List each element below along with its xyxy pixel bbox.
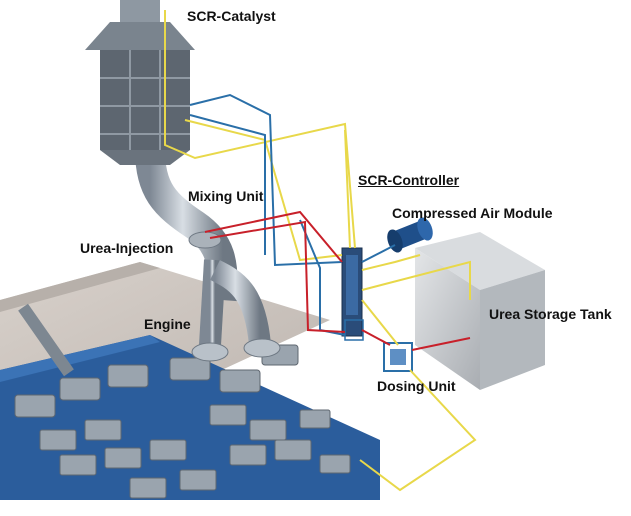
label-urea-storage-tank: Urea Storage Tank <box>489 306 612 322</box>
air-lines-blue <box>189 93 396 336</box>
dosing-unit-frame <box>383 342 413 372</box>
label-urea-injection: Urea-Injection <box>80 240 174 256</box>
urea-lines-red <box>204 210 471 351</box>
exhaust-pipework <box>135 149 281 362</box>
label-dosing-unit: Dosing Unit <box>377 378 456 394</box>
signal-lines-yellow <box>164 10 477 492</box>
label-scr-controller: SCR-Controller <box>358 172 460 188</box>
label-compressed-air-module: Compressed Air Module <box>392 205 553 221</box>
label-engine: Engine <box>144 316 191 332</box>
scr-catalyst-housing <box>85 0 195 165</box>
engine-block <box>0 303 380 500</box>
label-mixing-unit: Mixing Unit <box>188 188 264 204</box>
urea-storage-tank <box>415 232 545 390</box>
label-scr-catalyst: SCR-Catalyst <box>187 8 276 24</box>
scr-controller-cabinet <box>341 247 364 341</box>
